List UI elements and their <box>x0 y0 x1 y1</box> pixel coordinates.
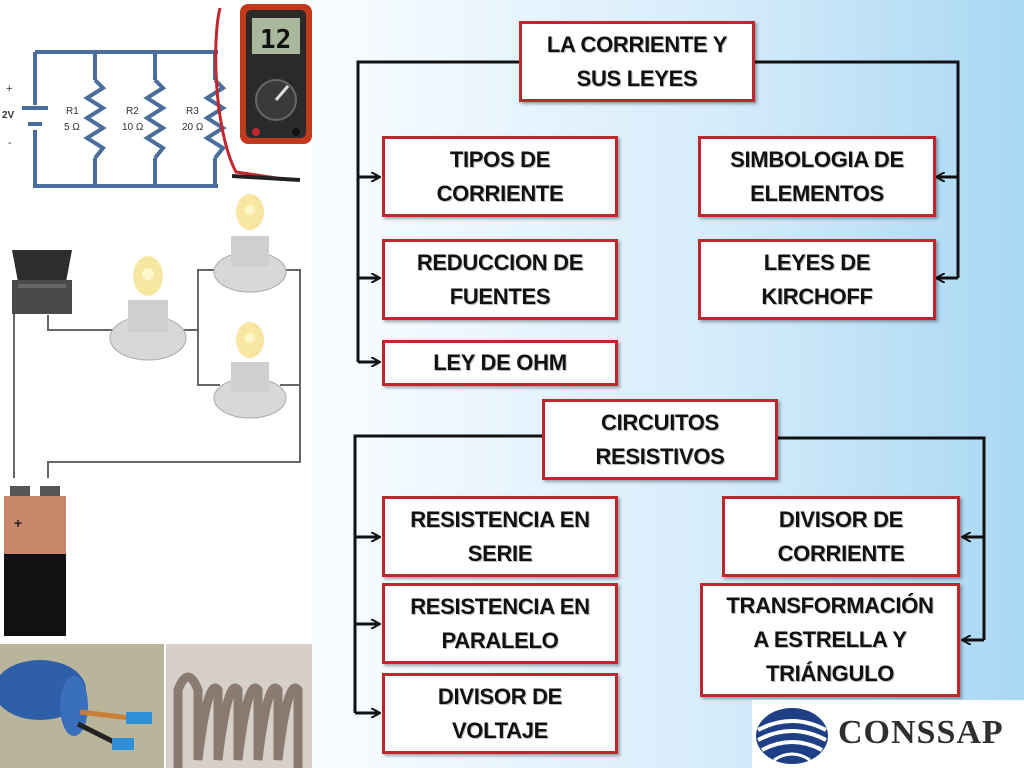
conssap-globe-icon <box>756 708 828 764</box>
resistor-r1-symbol <box>83 78 107 160</box>
node-simbologia: SIMBOLOGIA DE ELEMENTOS <box>698 136 936 217</box>
svg-text:+: + <box>6 83 12 95</box>
conssap-logo-text: CONSSAP <box>838 714 1004 751</box>
lamp-icon-1 <box>109 256 187 361</box>
resistor-r1-value: 5 Ω <box>64 122 80 133</box>
lamp-icon-2 <box>213 194 287 293</box>
node-tipos-de-corriente: TIPOS DE CORRIENTE <box>382 136 618 217</box>
resistor-r3-name: R3 <box>186 106 199 117</box>
connector-lines <box>353 60 986 768</box>
multimeter-display: 12 <box>260 25 291 55</box>
line-corriente-left-trunk <box>356 60 520 362</box>
node-ley-de-ohm: LEY DE OHM <box>382 340 618 386</box>
battery-icon: + <box>4 486 66 636</box>
circuit-illustration-art: 2V + - R1 5 Ω R2 10 Ω R3 20 Ω 12 <box>0 4 312 768</box>
node-reduccion-de-fuentes: REDUCCION DE FUENTES <box>382 239 618 320</box>
node-divisor-de-corriente: DIVISOR DE CORRIENTE <box>722 496 960 577</box>
line-corriente-right-trunk <box>754 60 960 278</box>
battery-plus-label: + <box>14 515 22 531</box>
coil-photo <box>166 644 312 768</box>
capacitor-photo <box>0 644 164 768</box>
circuit-illustration: 2V + - R1 5 Ω R2 10 Ω R3 20 Ω 12 <box>0 0 312 768</box>
resistor-r2-value: 10 Ω <box>122 122 144 133</box>
node-transformacion: TRANSFORMACIÓN A ESTRELLA Y TRIÁNGULO <box>700 583 960 697</box>
svg-text:-: - <box>8 137 12 149</box>
switch-icon <box>12 250 72 314</box>
lamp-icon-3 <box>213 322 287 419</box>
line-circuitos-left-trunk <box>353 434 543 713</box>
node-leyes-de-kirchoff: LEYES DE KIRCHOFF <box>698 239 936 320</box>
node-circuitos-resistivos: CIRCUITOS RESISTIVOS <box>542 399 778 480</box>
resistor-r1-name: R1 <box>66 106 79 117</box>
conssap-logo: CONSSAP <box>752 700 1024 768</box>
multimeter-icon: 12 <box>214 4 312 182</box>
resistor-r2-symbol <box>143 78 167 160</box>
resistor-r3-value: 20 Ω <box>182 122 204 133</box>
voltage-label: 2V <box>2 110 15 121</box>
resistor-r2-name: R2 <box>126 106 139 117</box>
node-resistencia-en-serie: RESISTENCIA EN SERIE <box>382 496 618 577</box>
node-resistencia-en-paralelo: RESISTENCIA EN PARALELO <box>382 583 618 664</box>
node-la-corriente: LA CORRIENTE Y SUS LEYES <box>519 21 755 102</box>
line-circuitos-right-trunk <box>777 436 986 640</box>
node-divisor-de-voltaje: DIVISOR DE VOLTAJE <box>382 673 618 754</box>
